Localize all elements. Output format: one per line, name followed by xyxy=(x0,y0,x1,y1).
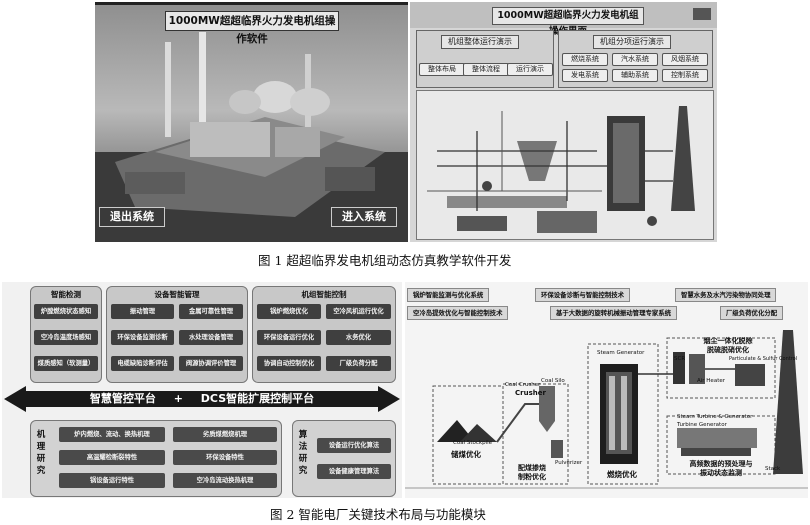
group-equipment-management: 设备智能管理 振动管理 金属可靠性管理 环保设备监测诊断 水处理设备管理 电缆缺… xyxy=(106,286,248,383)
module-cell: 水务优化 xyxy=(326,330,391,345)
algorithm-research-box: 算法研究 设备运行优化算法 设备健康管理算法 xyxy=(292,420,396,497)
tech-tag: 锅炉智能监测与优化系统 xyxy=(407,288,490,302)
overall-demo-panel: 机组整体运行演示 整体布局 整体流程 运行演示 xyxy=(416,30,554,88)
fig1-right-title: 1000MW超超临界火力发电机组操作界面 xyxy=(492,7,644,37)
combustion-system-button[interactable]: 燃烧系统 xyxy=(562,53,608,66)
dcs-platform-label: DCS智能扩展控制平台 xyxy=(200,392,315,405)
auxiliary-system-button[interactable]: 辅助系统 xyxy=(612,69,658,82)
module-cell: 厂级负荷分配 xyxy=(326,356,391,371)
scr-label: SCR xyxy=(674,356,686,362)
bigdata-vibration-label: 高频数据的预处理与 振动状态监测 xyxy=(689,460,753,477)
algorithm-cell: 设备运行优化算法 xyxy=(317,438,391,453)
mechanism-research-label: 机理研究 xyxy=(36,430,46,476)
air-heater-label: Air Heater xyxy=(697,378,725,384)
module-cell: 空冷风机运行优化 xyxy=(326,304,391,319)
tech-tag: 智慧水务及水汽污染物协同处理 xyxy=(675,288,777,302)
platform-label: 智慧管控平台 + DCS智能扩展控制平台 xyxy=(2,390,402,406)
fig2-left-architecture: 智能检测 炉膛燃烧状态感知 空冷岛温度场感知 煤质感知（软测量） 设备智能管理 … xyxy=(2,282,402,498)
group-smart-detection: 智能检测 炉膛燃烧状态感知 空冷岛温度场感知 煤质感知（软测量） xyxy=(30,286,102,383)
smart-platform-label: 智慧管控平台 xyxy=(89,392,156,405)
module-cell: 环保设备监测诊断 xyxy=(111,330,174,345)
platform-double-arrow xyxy=(4,386,400,412)
coal-silo-label: Coal Silo xyxy=(541,378,565,384)
mechanism-cell: 炉内燃烧、流动、换热机理 xyxy=(59,427,165,442)
overall-flow-button[interactable]: 整体流程 xyxy=(463,63,509,76)
steam-water-system-button[interactable]: 汽水系统 xyxy=(612,53,658,66)
module-cell: 金属可靠性管理 xyxy=(179,304,243,319)
control-system-button[interactable]: 控制系统 xyxy=(662,69,708,82)
tech-tag: 环保设备诊断与智能控制技术 xyxy=(535,288,631,302)
fig2-right-process: 锅炉智能监测与优化系统 环保设备诊断与智能控制技术 智慧水务及水汽污染物协同处理… xyxy=(405,282,808,498)
tech-tag: 基于大数据的旋转机械振动管理专家系统 xyxy=(550,306,678,320)
turbine-generator-label: Turbine Generator xyxy=(677,422,727,428)
turbine-label: Steam Turbine & Generator xyxy=(677,414,753,420)
tech-tag: 厂级负荷优化分配 xyxy=(720,306,784,320)
particulate-label: Particulate & Sulfur Control xyxy=(729,356,798,362)
mechanism-cell: 劣质煤燃烧机理 xyxy=(173,427,277,442)
run-demo-button[interactable]: 运行演示 xyxy=(507,63,553,76)
tech-tag: 空冷岛提效优化与智能控制技术 xyxy=(407,306,509,320)
stack-label: Stack xyxy=(765,466,781,472)
steam-generator-label: Steam Generator xyxy=(597,350,645,356)
mechanism-cell: 高温耀检断裂特性 xyxy=(59,450,165,465)
group-unit-control: 机组智能控制 锅炉燃烧优化 空冷风机运行优化 环保设备运行优化 水务优化 协调自… xyxy=(252,286,396,383)
module-cell: 空冷岛温度场感知 xyxy=(34,330,98,345)
exit-system-button[interactable]: 退出系统 xyxy=(99,207,165,227)
module-cell: 振动管理 xyxy=(111,304,174,319)
module-cell: 水处理设备管理 xyxy=(179,330,243,345)
mechanism-cell: 空冷岛流动换热机理 xyxy=(173,473,277,488)
module-cell: 协调自动控制优化 xyxy=(257,356,321,371)
mechanism-research-box: 机理研究 炉内燃烧、流动、换热机理 劣质煤燃烧机理 高温耀检断裂特性 环保设备特… xyxy=(30,420,282,497)
dust-desulfurization-label: 烟尘一体化脱除 脱硫脱硝优化 xyxy=(703,337,753,354)
subsystem-demo-panel: 机组分项运行演示 燃烧系统 汽水系统 风烟系统 发电系统 辅助系统 控制系统 xyxy=(558,30,713,88)
module-cell: 煤质感知（软测量） xyxy=(34,356,98,371)
combustion-opt-label: 燃烧优化 xyxy=(607,470,637,479)
pulverizer-label: Pulverizer xyxy=(555,460,583,466)
coal-storage-opt-label: 储煤优化 xyxy=(451,450,481,459)
flue-gas-system-button[interactable]: 风烟系统 xyxy=(662,53,708,66)
power-plant-process-graphic xyxy=(405,330,808,489)
group-equipment-management-title: 设备智能管理 xyxy=(154,290,200,299)
module-cell: 电缆缺陷诊断评估 xyxy=(111,356,174,371)
blending-pulverizing-opt-label: 配煤掺烧 制粉优化 xyxy=(518,464,546,481)
fig1-left-title: 1000MW超超临界火力发电机组操作软件 xyxy=(165,11,339,45)
figure1-caption: 图 1 超超临界发电机组动态仿真教学软件开发 xyxy=(258,253,512,268)
plant-process-diagram xyxy=(416,90,714,240)
mechanism-cell: 锅设备运行特性 xyxy=(59,473,165,488)
logo-icon xyxy=(693,8,711,20)
figure2-caption: 图 2 智能电厂关键技术布局与功能模块 xyxy=(270,507,486,522)
crusher-label: Crusher xyxy=(515,389,546,397)
platform-plus: + xyxy=(173,392,183,405)
group-unit-control-title: 机组智能控制 xyxy=(301,290,347,299)
module-cell: 环保设备运行优化 xyxy=(257,330,321,345)
coal-stockpile-label: Coal Stockpile xyxy=(453,440,493,446)
mechanism-cell: 环保设备特性 xyxy=(173,450,277,465)
fig1-right-screenshot: 1000MW超超临界火力发电机组操作界面 机组整体运行演示 整体布局 整体流程 … xyxy=(410,2,717,242)
subsystem-demo-title: 机组分项运行演示 xyxy=(593,35,671,49)
overall-demo-title: 机组整体运行演示 xyxy=(441,35,519,49)
generation-system-button[interactable]: 发电系统 xyxy=(562,69,608,82)
enter-system-button[interactable]: 进入系统 xyxy=(331,207,397,227)
algorithm-research-label: 算法研究 xyxy=(298,430,308,476)
group-smart-detection-title: 智能检测 xyxy=(51,290,81,299)
algorithm-cell: 设备健康管理算法 xyxy=(317,464,391,479)
module-cell: 阀源协调评价管理 xyxy=(179,356,243,371)
module-cell: 锅炉燃烧优化 xyxy=(257,304,321,319)
fig1-left-screenshot: 1000MW超超临界火力发电机组操作软件 退出系统 进入系统 xyxy=(95,2,408,242)
module-cell: 炉膛燃烧状态感知 xyxy=(34,304,98,319)
coal-crusher-label: Coal Crusher xyxy=(505,382,541,388)
power-plant-scene xyxy=(95,2,408,242)
overall-layout-button[interactable]: 整体布局 xyxy=(419,63,465,76)
process-diagram-graphic xyxy=(427,106,695,233)
